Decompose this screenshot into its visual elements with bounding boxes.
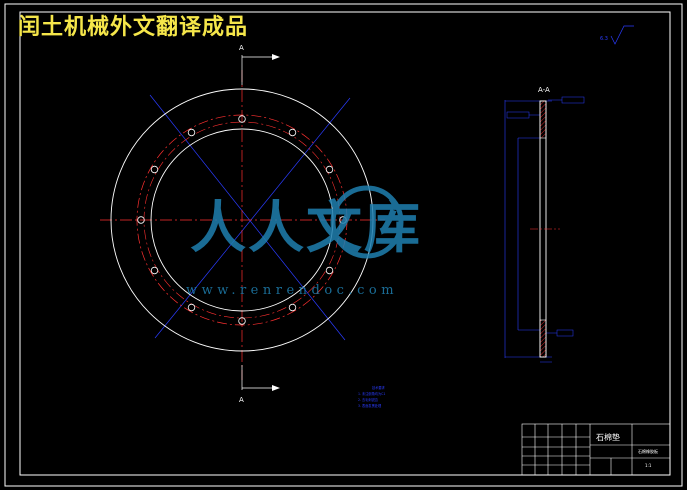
section-arrowhead-top [272, 54, 280, 60]
watermark-url: www.renrendoc.com [186, 283, 398, 298]
gasket-outer-circle [110, 88, 374, 352]
front-view: A A [100, 44, 385, 404]
watermark: 人人文库 www.renrendoc.com [186, 185, 422, 298]
callout-box-1 [561, 96, 585, 104]
roughness-value: 6.3 [600, 36, 608, 42]
bolt-hole [288, 128, 297, 137]
callout-box-2 [506, 111, 530, 119]
watermark-logo-icon [330, 185, 404, 259]
bolt-circle-outer [136, 114, 348, 326]
material: 石棉橡胶板 [638, 448, 658, 454]
bolt-hole [325, 266, 334, 275]
tech-note-2: 2. 去毛刺锐边 [358, 397, 379, 402]
sheet-scale: 1:1 [645, 463, 652, 468]
diagonal-dim-line-1 [149, 94, 346, 341]
part-name: 石棉垫 [596, 432, 620, 442]
bolt-holes [137, 115, 347, 325]
bolt-hole [238, 317, 246, 325]
title-block [521, 423, 671, 476]
tech-note-1: 1. 未注倒角均为C1 [358, 391, 385, 396]
roughness-check-icon [610, 25, 634, 45]
bolt-hole [325, 165, 334, 174]
bolt-hole [150, 165, 159, 174]
section-hatch-bottom [539, 319, 547, 358]
tech-notes: 技术要求 1. 未注倒角均为C1 2. 去毛刺锐边 3. 表面发黑处理 [358, 385, 386, 408]
watermark-logo-text: 人人文库 [190, 195, 422, 261]
bolt-hole [238, 115, 246, 123]
section-mark-bottom: A [239, 396, 244, 404]
bolt-hole [339, 216, 347, 224]
section-arrowhead-bottom [272, 385, 280, 391]
bolt-hole [137, 216, 145, 224]
bolt-hole [187, 303, 196, 312]
header-title: 闰土机械外文翻译成品 [18, 14, 248, 40]
outer-frame [4, 3, 683, 487]
callout-box-3 [556, 329, 574, 337]
tech-note-3: 3. 表面发黑处理 [358, 403, 382, 408]
inner-frame [19, 11, 671, 476]
section-mark-top: A [239, 44, 244, 52]
bolt-hole [150, 266, 159, 275]
roughness-symbol: 6.3 [600, 25, 634, 45]
section-view: A-A [504, 86, 585, 363]
title-block-frame [521, 423, 671, 476]
tech-note-title: 技术要求 [372, 385, 386, 390]
bolt-hole [187, 128, 196, 137]
section-hatch-top [539, 100, 547, 139]
section-view-label: A-A [538, 86, 550, 94]
diagonal-dim-line-2 [154, 97, 351, 339]
bolt-hole [288, 303, 297, 312]
